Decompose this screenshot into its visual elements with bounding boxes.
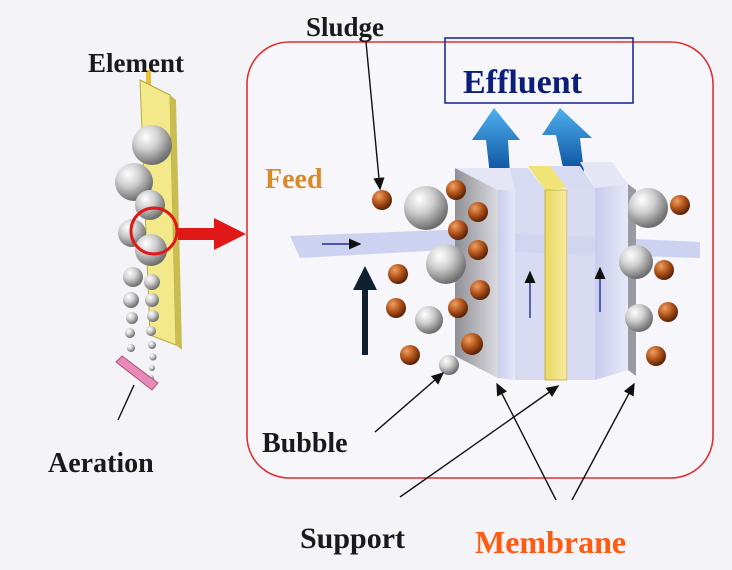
air-bubbles	[404, 186, 668, 375]
effluent-label: Effluent	[463, 64, 582, 101]
membrane-panel-left	[455, 168, 515, 380]
aeration-pointer	[117, 384, 135, 421]
element-bubbles	[115, 125, 172, 381]
membrane-label: Membrane	[475, 524, 627, 560]
permeate-channel-1	[510, 168, 545, 380]
aerator	[115, 355, 159, 391]
support-layer	[528, 166, 568, 381]
aeration-up-arrow	[353, 266, 377, 355]
sludge-label: Sludge	[306, 12, 385, 42]
element-label: Element	[88, 48, 184, 78]
pointer-lines	[365, 41, 635, 501]
effluent-box	[444, 37, 634, 104]
zoom-circle	[129, 206, 179, 256]
aeration-label: Aeration	[48, 448, 154, 479]
support-label: Support	[300, 522, 406, 555]
effluent-arrows	[472, 108, 592, 175]
feed-label: Feed	[265, 164, 323, 195]
zoom-arrow	[178, 218, 246, 250]
permeate-channel-2	[550, 166, 595, 380]
sludge-particles	[372, 180, 690, 366]
bubble-label: Bubble	[262, 428, 348, 459]
